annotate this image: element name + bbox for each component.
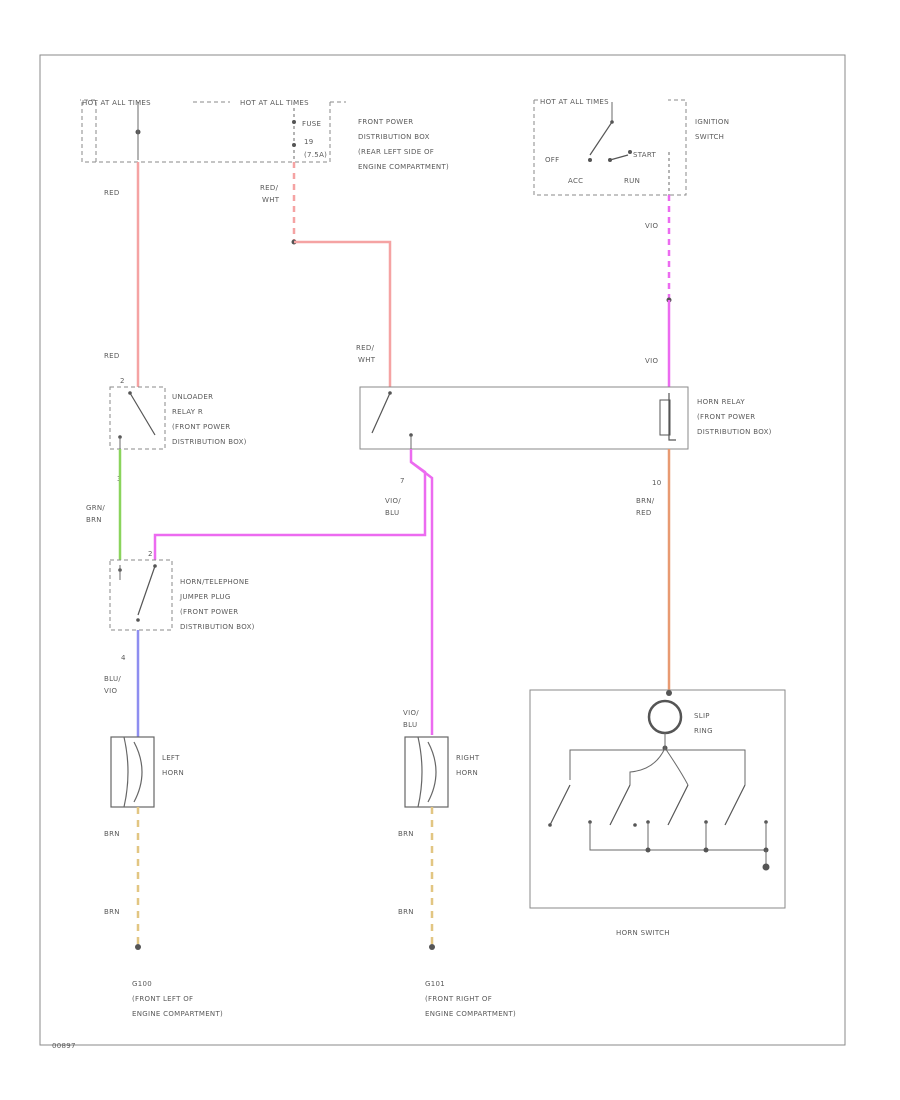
wire-red-unloader: RED <box>104 352 120 360</box>
jumper-pin-bot: 4 <box>121 654 126 662</box>
ground-left-loc-2: ENGINE COMPARTMENT) <box>132 1010 223 1018</box>
ignition-start: START <box>633 151 657 159</box>
left-horn-label-1: LEFT <box>162 754 180 762</box>
left-horn: LEFT HORN <box>110 736 184 808</box>
unloader-label-1: UNLOADER <box>172 393 213 401</box>
horn-relay-pin-bot: 7 <box>400 477 405 485</box>
right-horn-label-2: HORN <box>456 769 478 777</box>
horn-switch-assembly: SLIP RING <box>529 689 786 909</box>
wire-red-wht-relay-2: WHT <box>358 356 376 364</box>
wire-vio-blu-right-2: BLU <box>403 721 417 729</box>
jumper-label-2: JUMPER PLUG <box>179 593 231 601</box>
power-box-label-4: ENGINE COMPARTMENT) <box>358 163 449 171</box>
unloader-label-2: RELAY R <box>172 408 203 416</box>
diagram-frame <box>39 54 846 1046</box>
vio-blu-wire-left <box>153 449 427 560</box>
unloader-relay: 2 UNLOADER RELAY R (FRONT POWER DISTRIBU… <box>109 377 247 483</box>
horn-relay-pin-right: 10 <box>652 479 662 487</box>
wire-blu-vio-2: VIO <box>104 687 117 695</box>
wire-vio-relay: VIO <box>645 357 658 365</box>
horn-relay: HORN RELAY (FRONT POWER DISTRIBUTION BOX… <box>359 386 772 487</box>
power-box-label-2: DISTRIBUTION BOX <box>358 133 430 141</box>
ground-left-point <box>135 944 141 950</box>
wire-grn-brn-1: GRN/ <box>86 504 105 512</box>
unloader-label-4: DISTRIBUTION BOX) <box>172 438 247 446</box>
unloader-pin-top: 2 <box>120 377 125 385</box>
wire-vio-blu-right-1: VIO/ <box>403 709 419 717</box>
jumper-pin-top: 2 <box>148 550 153 558</box>
power-box-label-3: (REAR LEFT SIDE OF <box>358 148 434 156</box>
ground-left-loc-1: (FRONT LEFT OF <box>132 995 193 1003</box>
fuse-rating: (7.5A) <box>304 151 327 159</box>
wire-vio-top: VIO <box>645 222 658 230</box>
wire-brn-red-2: RED <box>636 509 652 517</box>
ground-right-loc-1: (FRONT RIGHT OF <box>425 995 492 1003</box>
ignition-title-1: IGNITION <box>695 118 729 126</box>
slip-ring-label-2: RING <box>694 727 713 735</box>
power-distribution-box: HOT AT ALL TIMES HOT AT ALL TIMES FUSE 1… <box>80 99 449 171</box>
jumper-plug: 2 HORN/TELEPHONE JUMPER PLUG (FRONT POWE… <box>109 550 255 662</box>
wire-brn-1: BRN <box>104 830 120 838</box>
ground-right-id: G101 <box>425 980 445 988</box>
ignition-acc: ACC <box>568 177 583 185</box>
wire-brn-4: BRN <box>398 908 414 916</box>
wire-vio-blu-1: VIO/ <box>385 497 401 505</box>
horn-switch-label: HORN SWITCH <box>616 929 670 937</box>
jumper-label-1: HORN/TELEPHONE <box>180 578 249 586</box>
wire-brn-red-1: BRN/ <box>636 497 655 505</box>
wire-red-top: RED <box>104 189 120 197</box>
wire-red-wht-relay-1: RED/ <box>356 344 375 352</box>
hot-at-all-times-fuse: HOT AT ALL TIMES <box>240 99 309 107</box>
right-horn: VIO/ BLU RIGHT HORN <box>403 709 480 808</box>
slip-ring-label-1: SLIP <box>694 712 710 720</box>
horn-switch-ground <box>762 863 770 871</box>
slip-ring-icon <box>647 699 683 735</box>
jumper-label-3: (FRONT POWER <box>180 608 238 616</box>
ignition-title-2: SWITCH <box>695 133 724 141</box>
wire-brn-2: BRN <box>104 908 120 916</box>
ignition-off: OFF <box>545 156 559 164</box>
ignition-hot-label: HOT AT ALL TIMES <box>540 98 609 106</box>
power-box-label-1: FRONT POWER <box>358 118 413 126</box>
vio-blu-wire-right <box>410 461 434 735</box>
red-wht-wire <box>294 240 392 387</box>
horn-relay-label-1: HORN RELAY <box>697 398 745 406</box>
fuse-name: FUSE <box>302 120 321 128</box>
wire-grn-brn-2: BRN <box>86 516 102 524</box>
horn-relay-label-2: (FRONT POWER <box>697 413 755 421</box>
wire-red-wht-top-1: RED/ <box>260 184 279 192</box>
fuse-number: 19 <box>304 138 314 146</box>
unloader-label-3: (FRONT POWER <box>172 423 230 431</box>
wire-vio-blu-2: BLU <box>385 509 399 517</box>
wire-red-wht-top-2: WHT <box>262 196 280 204</box>
jumper-label-4: DISTRIBUTION BOX) <box>180 623 255 631</box>
ground-right-loc-2: ENGINE COMPARTMENT) <box>425 1010 516 1018</box>
left-horn-label-2: HORN <box>162 769 184 777</box>
hot-at-all-times-left: HOT AT ALL TIMES <box>82 99 151 107</box>
ground-right-point <box>429 944 435 950</box>
wire-brn-3: BRN <box>398 830 414 838</box>
horn-relay-label-3: DISTRIBUTION BOX) <box>697 428 772 436</box>
wire-blu-vio-1: BLU/ <box>104 675 121 683</box>
diagram-id: 00897 <box>52 1042 76 1050</box>
ignition-run: RUN <box>624 177 640 185</box>
ground-left-id: G100 <box>132 980 152 988</box>
ignition-switch: HOT AT ALL TIMES IGNITION SWITCH OFF STA… <box>533 98 729 196</box>
right-horn-label-1: RIGHT <box>456 754 480 762</box>
